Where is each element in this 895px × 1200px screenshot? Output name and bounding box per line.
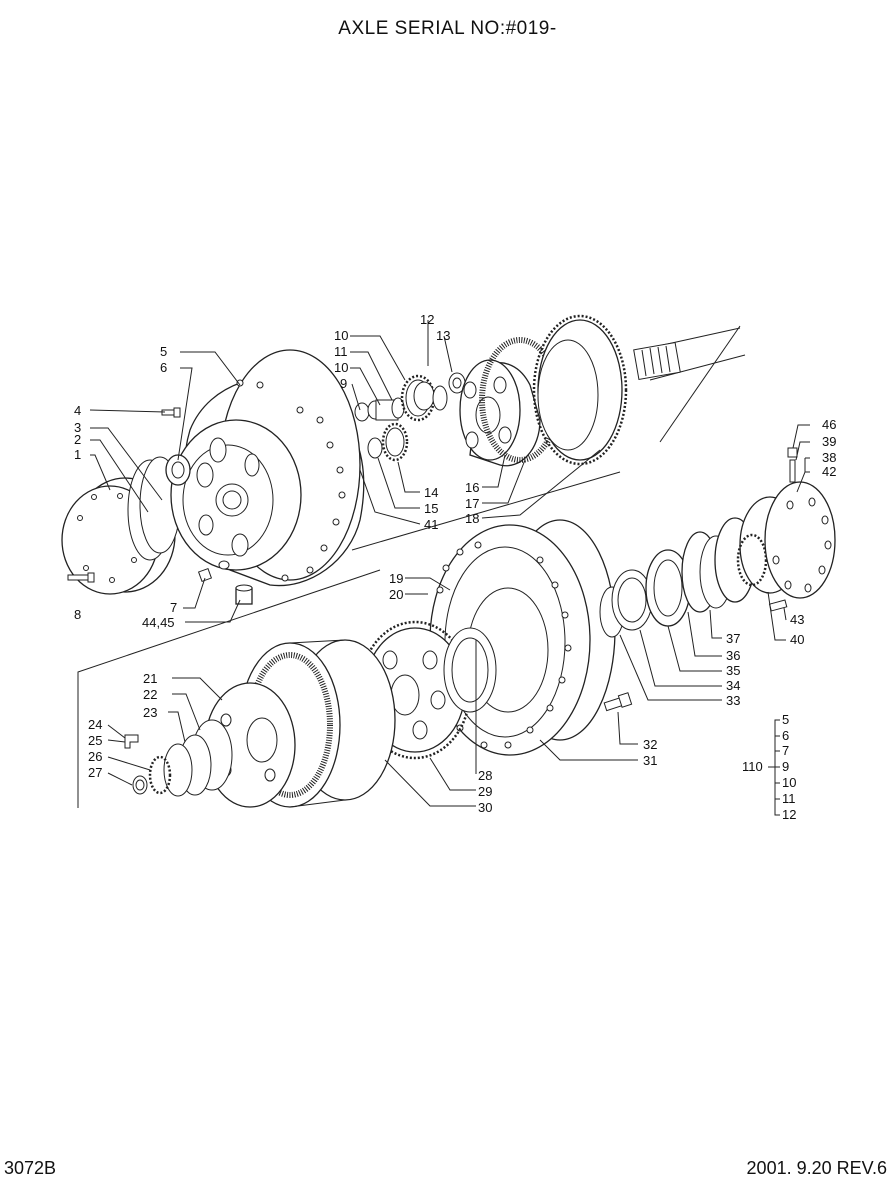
kit-item: 11 [782, 791, 796, 806]
callout-14: 14 [424, 485, 438, 500]
part-snap-rings [163, 719, 233, 797]
kit-item: 12 [782, 807, 796, 822]
callout-3: 3 [74, 420, 81, 435]
callout-7: 7 [170, 600, 177, 615]
callout-5: 5 [160, 344, 167, 359]
callout-labels: 5 6 4 3 2 1 8 7 44,45 10 11 10 9 12 13 1… [74, 312, 836, 815]
callout-21: 21 [143, 671, 157, 686]
part-bolt-4 [161, 407, 181, 418]
callout-36: 36 [726, 648, 740, 663]
kit-110-callout: 110 5 6 7 9 10 11 12 [742, 712, 796, 822]
callout-40: 40 [790, 632, 804, 647]
callout-15: 15 [424, 501, 438, 516]
callout-12: 12 [420, 312, 434, 327]
leader-lines [70, 320, 810, 816]
part-thrust-washer [165, 454, 191, 486]
callout-25: 25 [88, 733, 102, 748]
kit-item: 6 [782, 728, 789, 743]
callout-44-45: 44,45 [142, 615, 175, 630]
callout-11: 11 [334, 344, 348, 359]
kit-item: 10 [782, 775, 796, 790]
callout-26: 26 [88, 749, 102, 764]
revision-date: 2001. 9.20 REV.6 [746, 1158, 887, 1178]
callout-41: 41 [424, 517, 438, 532]
callout-35: 35 [726, 663, 740, 678]
callout-29: 29 [478, 784, 492, 799]
part-locking-items [124, 734, 172, 795]
part-axle-shaft [633, 327, 746, 381]
part-planet-carrier [459, 337, 561, 467]
kit-item: 7 [782, 743, 789, 758]
callout-1: 1 [74, 447, 81, 462]
callout-6: 6 [160, 360, 167, 375]
callout-9: 9 [340, 376, 347, 391]
kit-item: 5 [782, 712, 789, 727]
part-planet-gear-set [354, 372, 466, 462]
callout-39: 39 [822, 434, 836, 449]
callout-24: 24 [88, 717, 102, 732]
callout-42: 42 [822, 464, 836, 479]
part-spindle [736, 481, 836, 599]
callout-46: 46 [822, 417, 836, 432]
drawing-code: 3072B [4, 1158, 57, 1178]
callout-2: 2 [74, 432, 81, 447]
kit-item: 9 [782, 759, 789, 774]
callout-10b: 10 [334, 360, 348, 375]
callout-20: 20 [389, 587, 403, 602]
callout-19: 19 [389, 571, 403, 586]
callout-43: 43 [790, 612, 804, 627]
callout-23: 23 [143, 705, 157, 720]
callout-31: 31 [643, 753, 657, 768]
part-planet-housing [170, 349, 365, 587]
callout-22: 22 [143, 687, 157, 702]
part-ring-gear-18 [532, 314, 628, 466]
assembly-frame [77, 325, 741, 808]
page-title: AXLE SERIAL NO:#019- [338, 18, 557, 39]
part-bearings-seals [599, 517, 756, 638]
callout-28: 28 [478, 768, 492, 783]
callout-17: 17 [465, 496, 479, 511]
callout-13: 13 [436, 328, 450, 343]
callout-10a: 10 [334, 328, 348, 343]
callout-8: 8 [74, 607, 81, 622]
callout-33: 33 [726, 693, 740, 708]
callout-18: 18 [465, 511, 479, 526]
callout-30: 30 [478, 800, 492, 815]
callout-38: 38 [822, 450, 836, 465]
callout-34: 34 [726, 678, 740, 693]
kit-label: 110 [742, 759, 763, 774]
callout-32: 32 [643, 737, 657, 752]
part-wheel-stud [603, 692, 633, 712]
callout-27: 27 [88, 765, 102, 780]
callout-37: 37 [726, 631, 740, 646]
callout-4: 4 [74, 403, 81, 418]
callout-16: 16 [465, 480, 479, 495]
